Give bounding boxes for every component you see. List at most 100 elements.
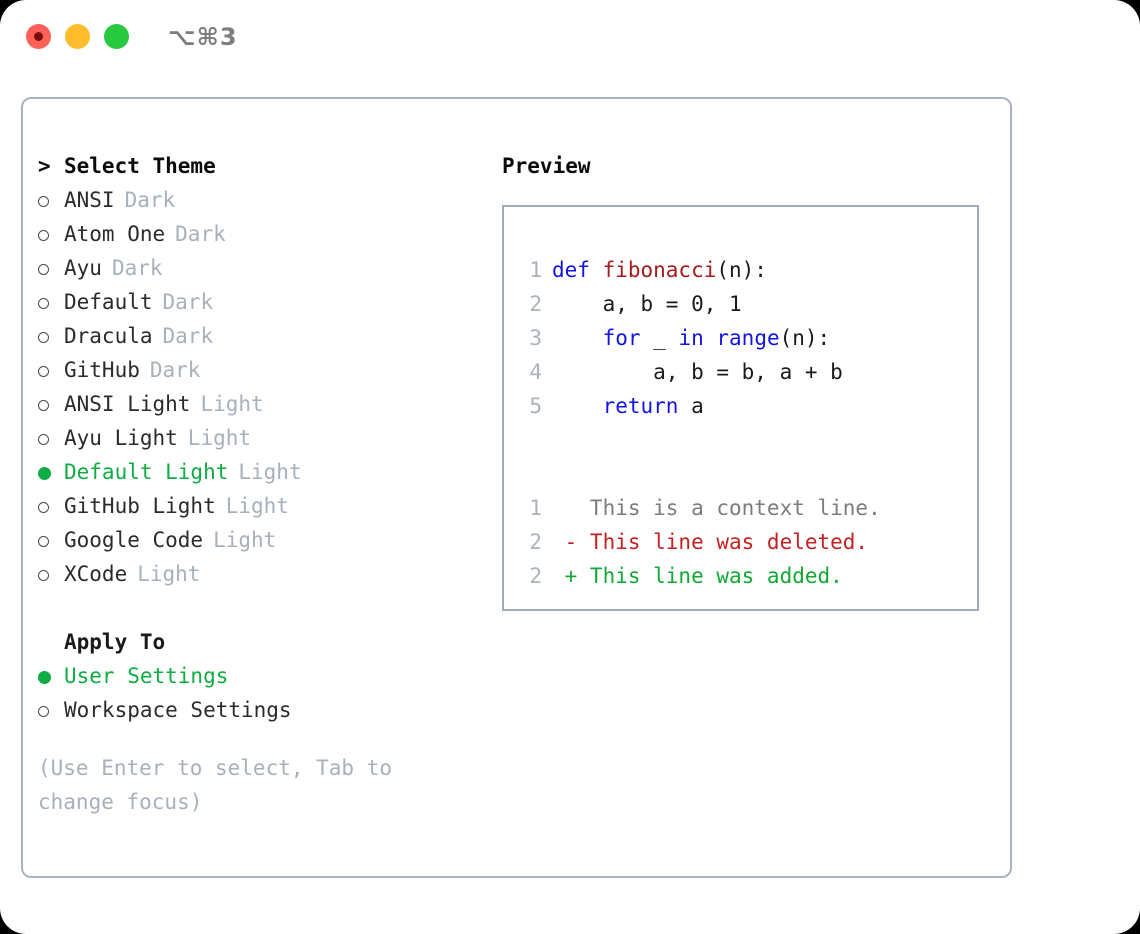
theme-option-xcode[interactable]: XCode Light <box>38 557 498 591</box>
radio-icon[interactable] <box>38 489 64 523</box>
line-number: 2 <box>529 530 542 554</box>
theme-option-category: Light <box>225 494 289 518</box>
code-line: 1 def fibonacci (n): <box>516 253 969 287</box>
apply-to-label: Apply To <box>64 630 166 654</box>
radio-icon[interactable] <box>38 523 64 557</box>
theme-option-google-code[interactable]: Google Code Light <box>38 523 498 557</box>
theme-option-category: Light <box>187 426 252 450</box>
theme-option-label: Atom One <box>64 222 166 246</box>
diff-line-deleted: 2 - This line was deleted. <box>516 525 969 559</box>
theme-option-label: Dracula <box>64 324 153 348</box>
theme-picker-column: > Select Theme ANSI Dark Atom One Dark A… <box>38 149 498 819</box>
code-line: 4 a, b = b, a + b <box>516 355 969 389</box>
code-token <box>552 321 603 355</box>
radio-icon[interactable] <box>38 693 64 727</box>
radio-icon[interactable] <box>38 557 64 591</box>
line-number: 2 <box>529 292 542 316</box>
code-token: fibonacci <box>602 258 717 282</box>
theme-option-category: Light <box>200 392 264 416</box>
main-panel: > Select Theme ANSI Dark Atom One Dark A… <box>21 97 1012 878</box>
theme-option-label: ANSI <box>64 188 115 212</box>
code-token: def <box>552 258 603 282</box>
theme-option-ansi-light[interactable]: ANSI Light Light <box>38 387 498 421</box>
theme-option-dracula[interactable]: Dracula Dark <box>38 319 498 353</box>
code-blank-line <box>516 457 969 491</box>
radio-icon[interactable] <box>38 387 64 421</box>
line-number: 1 <box>529 496 542 520</box>
theme-picker-header: > Select Theme <box>38 149 498 183</box>
diff-token: + This line was added. <box>552 564 843 588</box>
theme-option-ayu[interactable]: Ayu Dark <box>38 251 498 285</box>
diff-token: This is a context line. <box>552 496 881 520</box>
theme-option-category: Light <box>213 528 277 552</box>
theme-option-default-light[interactable]: Default Light Light <box>38 455 498 489</box>
code-line: 3 for _ in range (n): <box>516 321 969 355</box>
close-button[interactable] <box>26 24 51 49</box>
code-token <box>552 389 603 423</box>
theme-option-default[interactable]: Default Dark <box>38 285 498 319</box>
code-token: range <box>716 326 780 350</box>
radio-selected-icon[interactable] <box>38 455 64 489</box>
theme-option-label: GitHub <box>64 358 140 382</box>
code-blank-line <box>516 423 969 457</box>
theme-option-category: Dark <box>162 290 214 314</box>
theme-option-label: Google Code <box>64 528 204 552</box>
radio-selected-icon[interactable] <box>38 659 64 693</box>
code-token: (n): <box>779 326 831 350</box>
theme-option-category: Light <box>137 562 201 586</box>
theme-option-category: Dark <box>162 324 214 348</box>
theme-option-label: GitHub Light <box>64 494 216 518</box>
radio-icon[interactable] <box>38 183 64 217</box>
theme-option-github[interactable]: GitHub Dark <box>38 353 498 387</box>
theme-option-category: Dark <box>149 358 201 382</box>
apply-to-option-user-settings[interactable]: User Settings <box>38 659 498 693</box>
theme-option-label: XCode <box>64 562 128 586</box>
theme-option-ansi[interactable]: ANSI Dark <box>38 183 498 217</box>
line-number: 4 <box>529 360 542 384</box>
radio-icon[interactable] <box>38 353 64 387</box>
theme-option-ayu-light[interactable]: Ayu Light Light <box>38 421 498 455</box>
radio-icon[interactable] <box>38 251 64 285</box>
theme-option-category: Dark <box>124 188 176 212</box>
line-number: 5 <box>529 394 542 418</box>
caret-icon: > <box>38 154 51 178</box>
radio-icon[interactable] <box>38 421 64 455</box>
code-token: in <box>678 326 717 350</box>
traffic-lights <box>26 24 129 49</box>
apply-to-section-title: Apply To <box>38 625 498 659</box>
diff-line-context: 1 This is a context line. <box>516 491 969 525</box>
diff-token: - This line was deleted. <box>552 530 869 554</box>
code-token: return <box>602 394 692 418</box>
theme-option-category: Light <box>238 460 302 484</box>
theme-option-label: ANSI Light <box>64 392 191 416</box>
code-line: 2 a, b = 0, 1 <box>516 287 969 321</box>
theme-option-github-light[interactable]: GitHub Light Light <box>38 489 498 523</box>
code-token: a, b = 0, 1 <box>552 292 742 316</box>
maximize-button[interactable] <box>104 24 129 49</box>
theme-option-category: Dark <box>175 222 226 246</box>
apply-to-option-workspace-settings[interactable]: Workspace Settings <box>38 693 498 727</box>
preview-title: Preview <box>502 154 591 178</box>
preview-box: 1 def fibonacci (n): 2 a, b = 0, 1 3 for <box>502 205 979 611</box>
theme-option-category: Dark <box>111 256 163 280</box>
code-token: _ <box>653 326 679 350</box>
radio-icon[interactable] <box>38 285 64 319</box>
recording-indicator-icon <box>34 32 43 41</box>
minimize-button[interactable] <box>65 24 90 49</box>
window-titlebar: ⌥⌘3 <box>0 0 1140 78</box>
code-token: for <box>602 326 654 350</box>
apply-to-option-label: Workspace Settings <box>64 698 292 722</box>
apply-to-option-label: User Settings <box>64 664 229 688</box>
code-token: (n): <box>716 258 767 282</box>
radio-icon[interactable] <box>38 217 64 251</box>
radio-icon[interactable] <box>38 319 64 353</box>
diff-line-added: 2 + This line was added. <box>516 559 969 593</box>
theme-option-label: Ayu <box>64 256 102 280</box>
code-token: a, b = b, a + b <box>552 360 843 384</box>
theme-option-atom-one[interactable]: Atom One Dark <box>38 217 498 251</box>
theme-picker-title: Select Theme <box>64 154 216 178</box>
theme-option-label: Default <box>64 290 153 314</box>
keyboard-shortcut-label: ⌥⌘3 <box>168 23 238 51</box>
line-number: 1 <box>529 258 542 282</box>
